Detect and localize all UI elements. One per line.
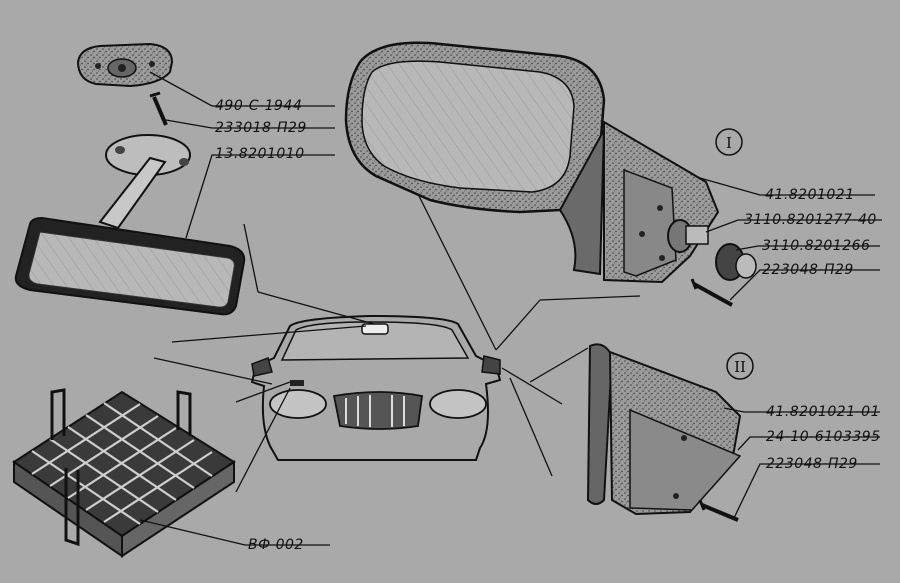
label-screw-mid: 223048-П29 (762, 262, 854, 278)
label-outer-mirror: 41.8201021 (765, 187, 855, 203)
view-marker-1: I (715, 128, 743, 156)
screw-top-illustration (149, 91, 168, 126)
cap-illustration (715, 243, 757, 281)
screw-bottom-illustration (698, 499, 739, 522)
svg-text:I: I (726, 134, 732, 152)
interior-mirror-illustration (14, 134, 246, 316)
adjust-mechanism-illustration (667, 219, 709, 253)
svg-text:II: II (734, 358, 746, 376)
view-marker-2: II (726, 352, 754, 380)
label-bracket-part: 24-10-6103395 (766, 429, 881, 445)
car-front-illustration (250, 314, 502, 461)
label-screw-top: 233018-П29 (215, 120, 307, 136)
mirror-bracket-illustration (586, 343, 742, 516)
label-interior-mirror: 13.8201010 (215, 146, 305, 162)
lamp-base-illustration (76, 42, 174, 88)
screw-mid-illustration (690, 278, 733, 307)
label-cap: 3110.8201266 (762, 238, 870, 254)
label-grille-filter: ВФ 002 (248, 537, 304, 553)
grille-filter-illustration (12, 388, 236, 558)
leader-lines (139, 71, 882, 546)
label-adjust-mechanism: 3110.8201277-40 (744, 212, 877, 228)
label-screw-bottom: 223048-П29 (766, 456, 858, 472)
label-lamp-base: 490-C-1944 (215, 98, 302, 114)
outer-mirror-illustration (344, 41, 720, 284)
label-mirror-bracket: 41.8201021-01 (766, 404, 880, 420)
